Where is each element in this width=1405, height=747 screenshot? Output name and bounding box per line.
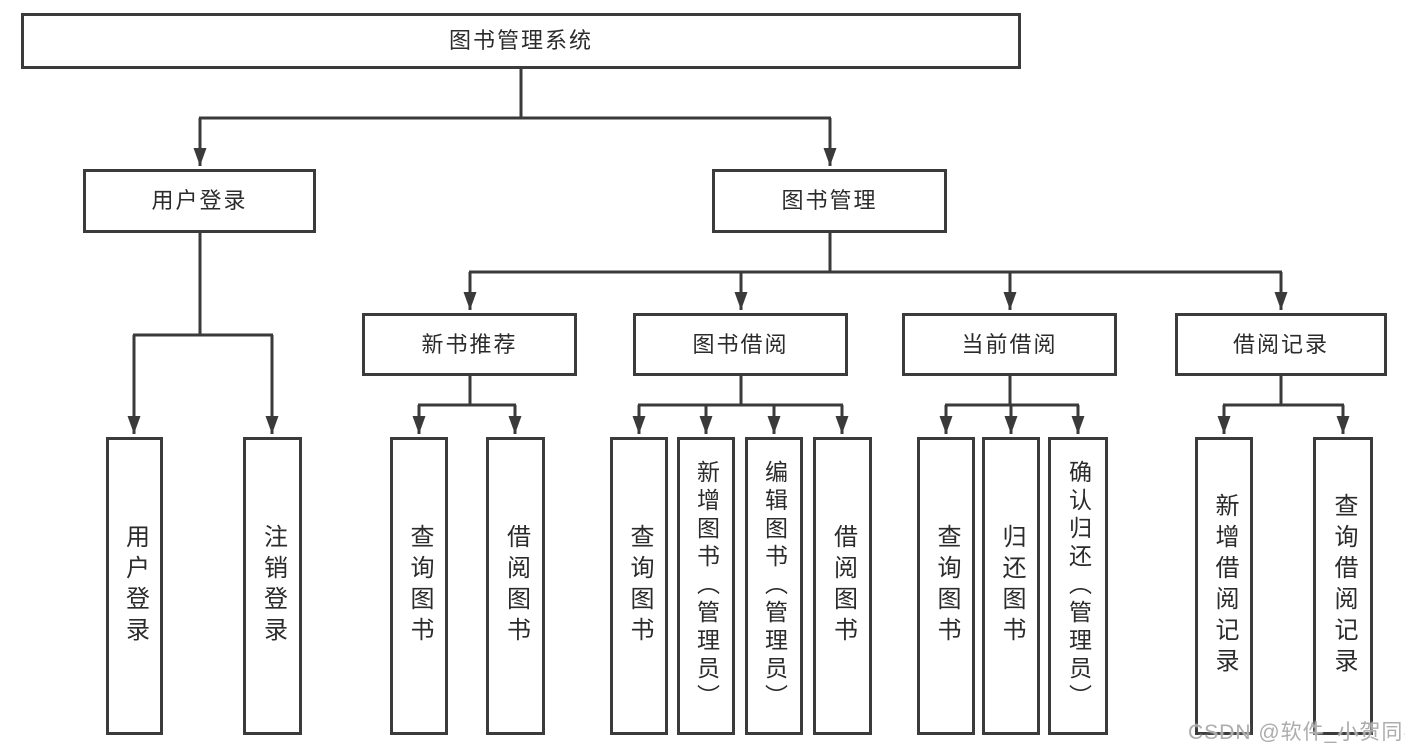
connectors-root: [193, 69, 837, 166]
connectors-book-management: [463, 233, 1288, 310]
leaf-edit-book-admin: 编辑图书（管理员）: [745, 437, 803, 735]
leaf-return-book: 归还图书: [982, 437, 1040, 735]
node-user-login: 用户登录: [83, 169, 316, 233]
connectors-user-login: [127, 233, 279, 434]
node-root: 图书管理系统: [21, 13, 1021, 69]
leaf-logout: 注销登录: [243, 437, 302, 735]
connectors-new-book: [412, 376, 522, 434]
node-book-borrow: 图书借阅: [633, 313, 848, 376]
connectors-book-borrow: [632, 376, 849, 434]
connectors-current-borrow: [939, 376, 1085, 434]
node-borrow-records: 借阅记录: [1175, 313, 1387, 376]
leaf-user-login: 用户登录: [106, 437, 163, 735]
node-book-management: 图书管理: [712, 169, 947, 233]
leaf-borrow-books-borrow: 借阅图书: [813, 437, 872, 735]
leaf-borrow-books-newbook: 借阅图书: [486, 437, 545, 735]
node-current-borrow: 当前借阅: [902, 313, 1117, 376]
node-new-book-recommend: 新书推荐: [362, 313, 577, 376]
connectors-borrow-record: [1217, 376, 1350, 434]
leaf-add-borrow-record: 新增借阅记录: [1195, 437, 1253, 735]
leaf-confirm-return-admin: 确认归还（管理员）: [1048, 437, 1108, 735]
leaf-query-books-newbook: 查询图书: [390, 437, 448, 735]
leaf-add-book-admin: 新增图书（管理员）: [677, 437, 735, 735]
leaf-query-borrow-record: 查询借阅记录: [1313, 437, 1373, 735]
watermark-text: CSDN @软件_小贺同学: [1188, 721, 1405, 744]
leaf-query-books-current: 查询图书: [917, 437, 975, 735]
leaf-query-books-borrow: 查询图书: [610, 437, 668, 735]
